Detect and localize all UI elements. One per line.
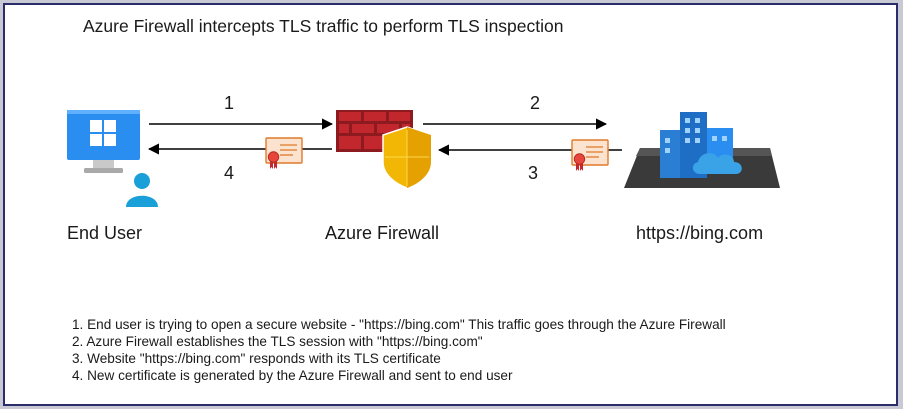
city-buildings-cloud-icon bbox=[624, 112, 780, 188]
step-item: 2. Azure Firewall establishes the TLS se… bbox=[72, 334, 483, 349]
arrow-label-4: 4 bbox=[224, 163, 235, 183]
node-label-firewall: Azure Firewall bbox=[325, 223, 440, 243]
diagram-title: Azure Firewall intercepts TLS traffic to… bbox=[83, 16, 564, 36]
arrow-label-2: 2 bbox=[530, 93, 541, 113]
node-label-end-user: End User bbox=[67, 223, 143, 243]
steps-list: 1. End user is trying to open a secure w… bbox=[72, 316, 726, 384]
arrow-label-3: 3 bbox=[528, 163, 539, 183]
step-item: 4. New certificate is generated by the A… bbox=[72, 368, 513, 383]
firewall-shield-icon bbox=[336, 110, 432, 189]
step-item: 3. Website "https://bing.com" responds w… bbox=[72, 351, 441, 366]
step-item: 1. End user is trying to open a secure w… bbox=[72, 317, 726, 332]
certificate-icon bbox=[571, 139, 609, 172]
node-label-website: https://bing.com bbox=[636, 223, 764, 243]
arrow-label-1: 1 bbox=[224, 93, 235, 113]
certificate-icon bbox=[265, 137, 303, 170]
windows-monitor-user-icon bbox=[67, 110, 158, 207]
